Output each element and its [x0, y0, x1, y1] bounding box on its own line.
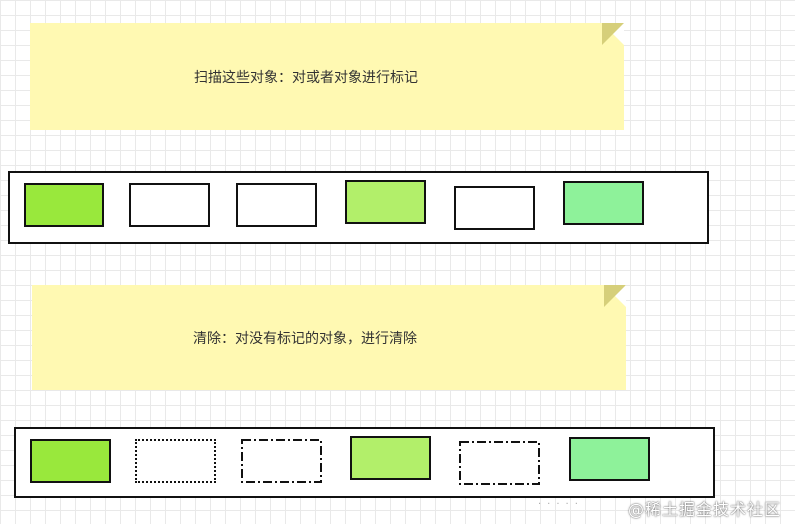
watermark-text: @稀土掘金技术社区 — [627, 500, 781, 519]
dashdot-border — [241, 439, 322, 483]
object-2 — [135, 439, 216, 483]
object-6 — [569, 437, 650, 481]
note-clear-step: 清除：对没有标记的对象，进行清除 — [32, 285, 626, 390]
note-mark-step: 扫描这些对象：对或者对象进行标记 — [30, 23, 624, 130]
object-4 — [350, 436, 431, 480]
object-5 — [454, 186, 535, 230]
object-6 — [563, 181, 644, 225]
object-3 — [241, 439, 322, 483]
heap-objects-marked — [8, 171, 709, 244]
note-mark-text: 扫描这些对象：对或者对象进行标记 — [194, 69, 418, 86]
heap-objects-cleared — [14, 427, 715, 498]
note-clear-text: 清除：对没有标记的对象，进行清除 — [193, 330, 417, 347]
object-1 — [30, 439, 111, 483]
object-4 — [345, 180, 426, 224]
watermark-dots: ····· — [538, 499, 584, 510]
object-2 — [129, 183, 210, 227]
note-fold-corner — [604, 285, 626, 307]
object-5 — [459, 441, 540, 485]
object-3 — [236, 183, 317, 227]
object-1 — [24, 183, 104, 227]
dashdot-border — [459, 441, 540, 485]
note-fold-corner — [602, 23, 624, 45]
